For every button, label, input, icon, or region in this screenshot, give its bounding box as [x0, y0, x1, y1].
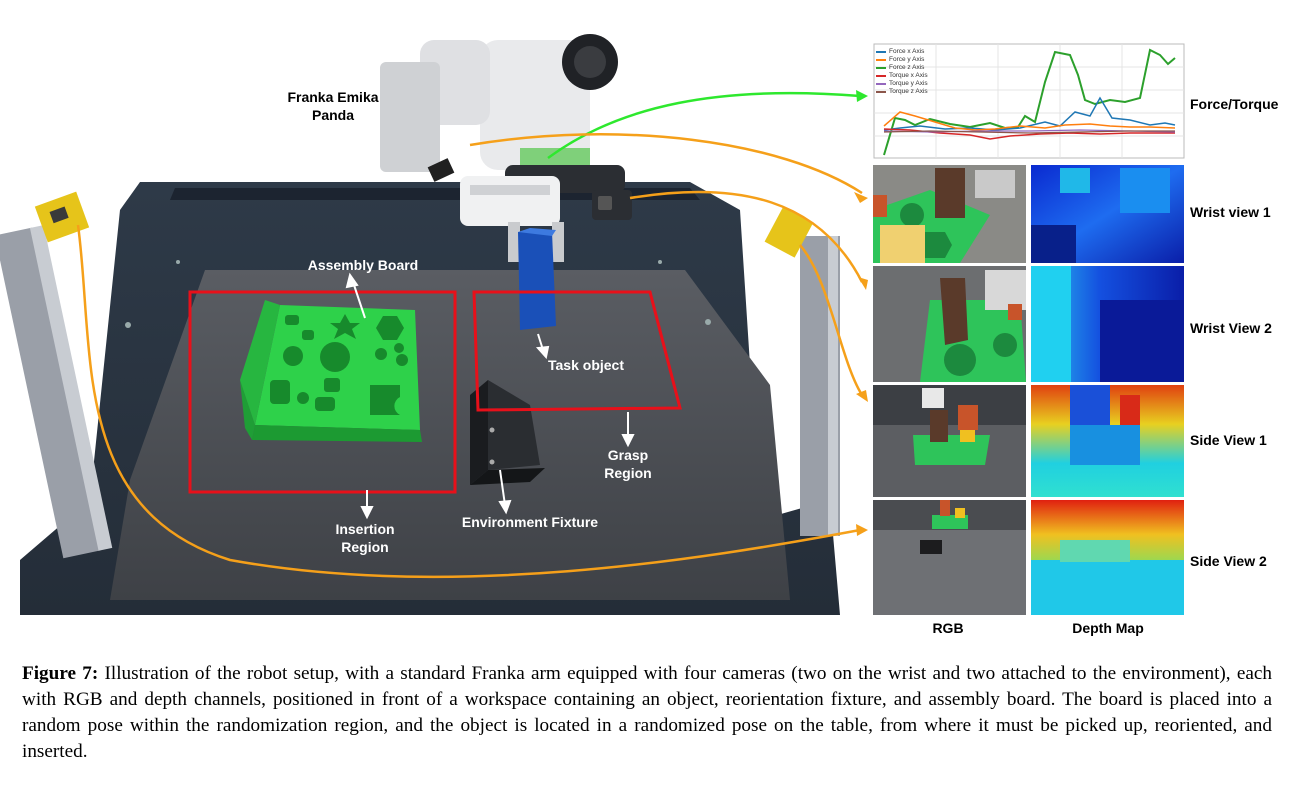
side2-rgb	[873, 500, 1026, 615]
tray-floor	[110, 270, 790, 600]
legend-entry: Force z Axis	[876, 64, 928, 72]
workspace-photo	[0, 34, 840, 615]
label-robot: Franka Emika Panda	[278, 88, 388, 124]
label-rgb-column: RGB	[913, 620, 983, 636]
bolt	[658, 260, 662, 264]
legend-swatch	[876, 91, 886, 93]
wrist1-depth	[1031, 165, 1184, 263]
label-wrist-view-1: Wrist view 1	[1190, 204, 1271, 220]
plot-legend: Force x Axis Force y Axis Force z Axis T…	[876, 48, 928, 96]
label-wrist-view-2: Wrist View 2	[1190, 320, 1272, 336]
label-side-view-2: Side View 2	[1190, 553, 1267, 569]
legend-entry: Force y Axis	[876, 56, 928, 64]
label-environment-fixture: Environment Fixture	[445, 513, 615, 531]
legend-swatch	[876, 83, 886, 85]
assembly-board	[240, 300, 422, 442]
camera-views	[873, 165, 1184, 615]
label-force-torque: Force/Torque	[1190, 96, 1278, 112]
legend-entry: Torque y Axis	[876, 80, 928, 88]
side2-depth	[1031, 500, 1184, 615]
legend-swatch	[876, 51, 886, 53]
side1-rgb	[873, 385, 1026, 497]
legend-swatch	[876, 59, 886, 61]
legend-entry: Force x Axis	[876, 48, 928, 56]
label-side-view-1: Side View 1	[1190, 432, 1267, 448]
legend-swatch	[876, 75, 886, 77]
bolt	[705, 319, 711, 325]
caption-text: Illustration of the robot setup, with a …	[22, 663, 1272, 762]
wrist1-rgb	[873, 165, 1026, 263]
legend-entry: Torque z Axis	[876, 88, 928, 96]
bolt	[125, 322, 131, 328]
caption-label: Figure 7:	[22, 663, 98, 684]
label-insertion-region: Insertion Region	[320, 520, 410, 556]
label-depth-column: Depth Map	[1048, 620, 1168, 636]
side1-depth	[1031, 385, 1184, 497]
left-camera-post	[0, 192, 112, 559]
task-object-peg	[518, 232, 556, 330]
wrist2-rgb	[873, 266, 1026, 382]
figure-caption: Figure 7: Illustration of the robot setu…	[22, 661, 1272, 765]
robot-setup-illustration	[0, 0, 1292, 640]
label-grasp-region: Grasp Region	[598, 446, 658, 482]
bolt	[176, 260, 180, 264]
legend-swatch	[876, 67, 886, 69]
figure: Franka Emika Panda Assembly Board Task o…	[0, 0, 1292, 640]
label-assembly-board: Assembly Board	[298, 256, 428, 274]
label-task-object: Task object	[536, 356, 636, 374]
wrist2-depth	[1031, 266, 1184, 382]
legend-entry: Torque x Axis	[876, 72, 928, 80]
